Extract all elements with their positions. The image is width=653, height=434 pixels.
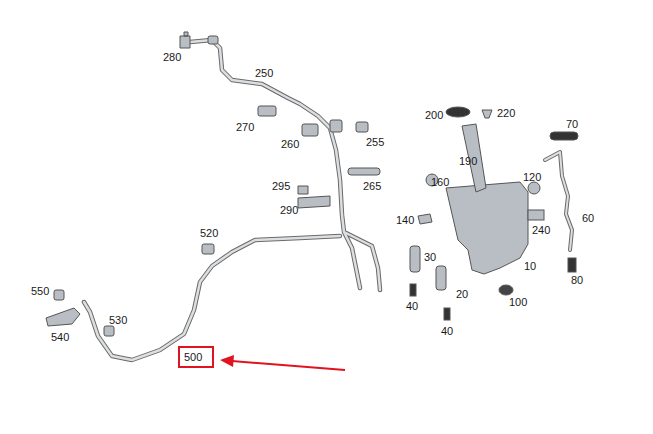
callout-number: 280 (163, 51, 181, 63)
seal-80 (568, 258, 576, 272)
cap-70 (550, 132, 578, 140)
plug-220 (482, 110, 492, 118)
callout-number: 295 (272, 180, 290, 192)
screw-40b (444, 308, 450, 320)
pump-20 (436, 266, 446, 290)
clip-255 (330, 120, 342, 132)
sensor-140 (418, 214, 432, 224)
clip-255b (356, 122, 368, 132)
hose-250 (190, 40, 380, 290)
callout-number: 520 (200, 227, 218, 239)
tank-10 (446, 182, 528, 274)
clip-550 (54, 290, 64, 300)
callout-number: 30 (424, 251, 436, 263)
clip-270 (258, 106, 276, 116)
bracket-290 (298, 196, 330, 208)
callout-number: 220 (497, 107, 515, 119)
clip-260 (302, 124, 318, 136)
connector-250 (208, 36, 218, 44)
callout-number: 540 (51, 331, 69, 343)
callout-number: 240 (532, 224, 550, 236)
callout-number: 100 (509, 296, 527, 308)
callout-number: 40 (406, 300, 418, 312)
clip-530 (104, 326, 114, 336)
seal-120 (528, 182, 540, 194)
valve-265 (348, 168, 380, 175)
pad-240 (528, 210, 544, 220)
callout-number: 260 (281, 138, 299, 150)
callout-number: 200 (425, 109, 443, 121)
screw-40a (410, 284, 416, 296)
callout-number: 270 (236, 121, 254, 133)
callout-number: 70 (566, 118, 578, 130)
callout-number: 250 (255, 67, 273, 79)
callout-number: 160 (431, 176, 449, 188)
grommet-100 (499, 285, 513, 295)
pointer-arrowhead (220, 355, 234, 367)
callout-number: 120 (523, 171, 541, 183)
highlight-box: 500 (178, 346, 214, 368)
callout-number: 550 (31, 285, 49, 297)
callout-number: 255 (366, 136, 384, 148)
hose-500 (84, 236, 340, 360)
callout-number: 10 (524, 260, 536, 272)
callout-number: 190 (459, 155, 477, 167)
callout-number: 140 (396, 214, 414, 226)
pointer-arrow (232, 361, 345, 370)
callout-number: 80 (571, 274, 583, 286)
callout-number: 40 (441, 325, 453, 337)
clip-520 (202, 244, 214, 254)
callout-number: 60 (582, 212, 594, 224)
callout-number: 530 (109, 314, 127, 326)
cap-200 (446, 107, 470, 117)
callout-number: 500 (184, 351, 208, 363)
clip-295 (298, 186, 308, 194)
callout-number: 265 (363, 180, 381, 192)
callout-number: 290 (280, 204, 298, 216)
pump-30 (410, 246, 420, 272)
clip-280 (180, 32, 190, 48)
callout-number: 20 (456, 288, 468, 300)
nozzle-540 (46, 308, 80, 326)
